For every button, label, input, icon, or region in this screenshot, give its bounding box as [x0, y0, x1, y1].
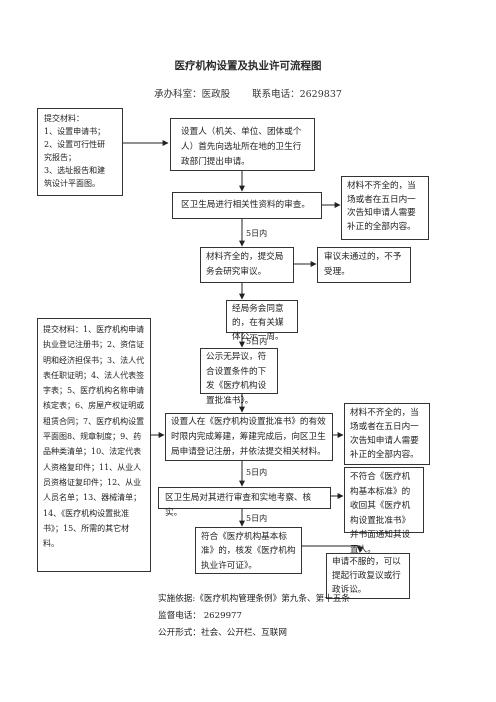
supervision-phone: 监督电话： 2629977: [158, 611, 242, 621]
publicity-method: 公开形式：社会、公开栏、互联网: [158, 628, 287, 638]
phone-label: 联系电话：2629837: [252, 89, 342, 100]
step-issue-approval: 公示无异议，符合设置条件的下发《医疗机构设置批准书》。: [200, 348, 278, 406]
submit-materials-box-2: 提交材料：1、医疗机构申请执业登记注册书；2、资信证明和经济担保书；3、法人代表…: [37, 318, 151, 572]
legal-basis: 实施依据:《医疗机构管理条例》第九条、第十五条: [158, 594, 350, 604]
appeal-box: 申请不服的，可以提起行政复议或行政诉讼。: [326, 553, 410, 599]
page-title: 医疗机构设置及执业许可流程图: [174, 60, 322, 72]
incomplete-materials-box-1: 材料不齐全的，当场或者在五日内一次告知申请人需要补正的全部内容。: [341, 176, 429, 240]
step-review: 区卫生局进行相关性资料的审查。: [172, 192, 322, 219]
step-issue-license: 符合《医疗机构基本标准》的，核发《医疗机构执业许可证》。: [195, 527, 302, 574]
deadline-label-2: 5日内: [246, 337, 268, 346]
contact-line: 承办科室：医政股 联系电话：2629837: [0, 86, 496, 100]
department-label: 承办科室：医政股: [154, 89, 231, 100]
deadline-label-3: 5日内: [246, 468, 268, 477]
step-register: 设置人在《医疗机构设置批准书》的有效时限内完成筹建，筹建完成后，向区卫生局申请登…: [165, 413, 333, 461]
arrow-step8-right5: [302, 545, 363, 553]
deadline-label-1: 5日内: [246, 229, 268, 238]
nonconforming-box: 不符合《医疗机构基本标准》的收回其《医疗机构设置批准书》并书面通知其设置人。: [344, 467, 424, 555]
submit-materials-box-1: 提交材料： 1、设置申请书； 2、设置可行性研 究报告； 3、选址报告和建 筑设…: [37, 108, 123, 196]
incomplete-materials-box-2: 材料不齐全的，当场或者在五日内一次告知申请人需要补正的全部内容。: [344, 403, 430, 465]
review-failed-box: 审议未通过的，不予受理。: [317, 247, 411, 283]
step-apply: 设置人（机关、单位、团体或个人）首先向选址所在地的卫生行政部门提出申请。: [170, 118, 315, 171]
step-publicity: 经局务会同意的，在有关媒体公示一周。: [226, 300, 298, 342]
step-committee-review: 材料齐全的，提交局务会研究审议。: [200, 247, 294, 283]
step-inspection: 区卫生局对其进行审查和实地考察、核实。: [158, 487, 331, 518]
deadline-label-4: 5日内: [246, 514, 268, 523]
